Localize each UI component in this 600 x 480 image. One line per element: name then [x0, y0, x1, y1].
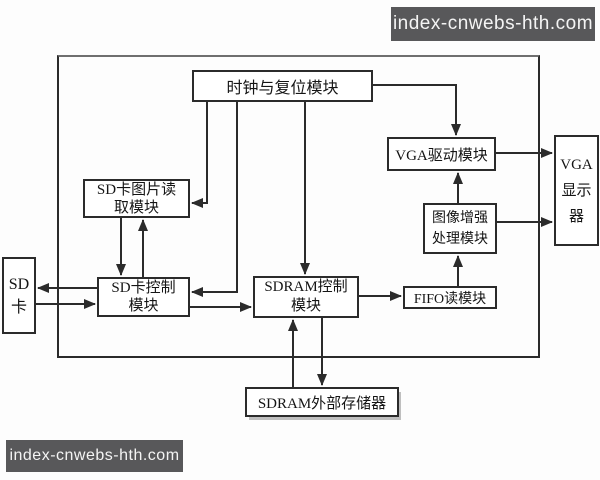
block-label: 图像增强 — [432, 210, 488, 226]
block-clock-reset-module: 时钟与复位模块 — [192, 70, 373, 102]
watermark-bottom: index-cnwebs-hth.com — [6, 440, 183, 472]
block-image-enhancement-module: 图像增强 处理模块 — [423, 203, 497, 254]
block-label: 时钟与复位模块 — [226, 80, 339, 97]
block-sdram-control-module: SDRAM控制 模块 — [253, 276, 359, 318]
block-label: 模块 — [128, 298, 159, 314]
block-label: 处理模块 — [432, 231, 488, 247]
block-sd-card-control-module: SD卡控制 模块 — [97, 277, 190, 317]
block-label: VGA — [560, 156, 593, 173]
block-vga-driver-module: VGA驱动模块 — [387, 137, 496, 171]
watermark-top-text: index-cnwebs-hth.com — [392, 13, 594, 34]
watermark-top: index-cnwebs-hth.com — [391, 7, 595, 41]
block-label: FIFO读模块 — [413, 291, 487, 307]
block-label: SD卡图片读 — [96, 181, 177, 198]
block-label: 器 — [568, 208, 584, 225]
block-label: 模块 — [290, 298, 321, 314]
watermark-bottom-text: index-cnwebs-hth.com — [9, 447, 180, 464]
block-label: SD卡控制 — [111, 280, 176, 296]
block-label: 取模块 — [113, 199, 159, 216]
block-sdram-external-memory: SDRAM外部存储器 — [245, 387, 399, 417]
block-label: SDRAM外部存储器 — [257, 395, 387, 412]
block-label: VGA驱动模块 — [395, 147, 488, 164]
block-label: SDRAM控制 — [264, 279, 348, 295]
block-label: 显示 — [561, 182, 592, 199]
block-label: SD — [8, 275, 30, 293]
block-vga-display: VGA 显示 器 — [554, 135, 599, 246]
block-sd-card-image-read-module: SD卡图片读 取模块 — [83, 179, 190, 218]
block-sd-card: SD 卡 — [2, 257, 36, 334]
system-boundary-frame — [57, 55, 540, 358]
block-fifo-read-module: FIFO读模块 — [403, 286, 497, 309]
block-label: 卡 — [10, 298, 27, 316]
